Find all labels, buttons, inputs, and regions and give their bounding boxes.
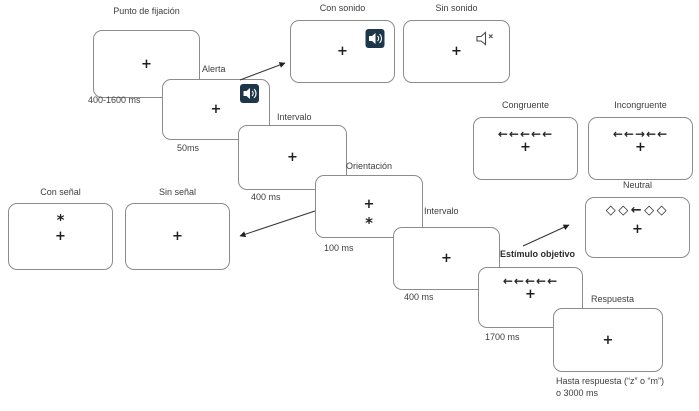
fixation-cross: + [363,197,375,212]
duration-interval-1: 400 ms [251,192,281,202]
card-incongruent: ←←→←← + [588,117,693,180]
card-alert: + [162,79,270,140]
duration-response-line2: o 3000 ms [556,388,599,398]
duration-orientation: 100 ms [324,243,354,253]
card-target: ←←←←← + [478,267,583,328]
duration-response-line1: Hasta respuesta (“z” o “m”) [556,376,665,386]
card-with-cue: * + [8,203,113,270]
label-fixation: Punto de fijación [113,6,180,16]
fixation-cross: + [520,140,531,155]
duration-interval-2: 400 ms [404,292,434,302]
speaker-muted-icon [474,30,498,53]
label-incongruent: Incongruente [614,100,667,110]
label-neutral: Neutral [622,180,652,190]
fixation-cross: + [441,251,452,266]
fixation-cross: + [210,102,222,117]
fixation-cross: + [525,287,536,302]
fixation-cross: + [55,229,66,244]
label-without-cue: Sin señal [158,187,197,197]
card-without-cue: + [125,203,230,270]
duration-alert: 50ms [177,143,200,153]
speaker-on-icon [365,29,385,53]
label-with-cue: Con señal [40,187,81,197]
fixation-cross: + [141,56,152,72]
card-response: + [553,308,663,372]
fixation-cross: + [602,332,614,348]
target-arrows: ←←←←← [502,274,559,288]
neutral-diamonds: ◇◇←◇◇ [605,203,670,218]
connector-target-to-neutral [522,224,570,247]
connector-orientation-to-cue [239,210,316,238]
label-without-sound: Sin sonido [435,3,478,13]
label-target: Estímulo objetivo [500,249,576,259]
fixation-cross: + [632,222,643,237]
card-without-sound: + [403,20,510,83]
connector-alert-to-sound [239,62,286,81]
fixation-cross: + [287,150,298,165]
label-interval-1: Intervalo [277,112,312,122]
cue-asterisk: * [56,211,65,229]
label-orientation: Orientación [346,161,393,171]
duration-target: 1700 ms [485,332,520,342]
label-alert: Alerta [202,64,226,74]
flanker-arrows: ←←→←← [612,127,669,141]
cue-asterisk: * [365,214,373,232]
card-neutral: ◇◇←◇◇ + [585,197,690,258]
duration-fixation: 400-1600 ms [88,95,141,105]
label-congruent: Congruente [501,100,550,110]
label-interval-2: Intervalo [424,206,459,216]
flanker-arrows: ←←←←← [497,127,554,141]
label-response: Respuesta [591,294,635,304]
card-with-sound: + [290,20,395,83]
card-congruent: ←←←←← + [473,117,578,180]
label-with-sound: Con sonido [319,3,366,13]
speaker-on-icon [240,84,259,108]
fixation-cross: + [635,140,646,155]
fixation-cross: + [451,44,462,59]
fixation-cross: + [172,229,183,244]
fixation-cross: + [337,44,348,59]
